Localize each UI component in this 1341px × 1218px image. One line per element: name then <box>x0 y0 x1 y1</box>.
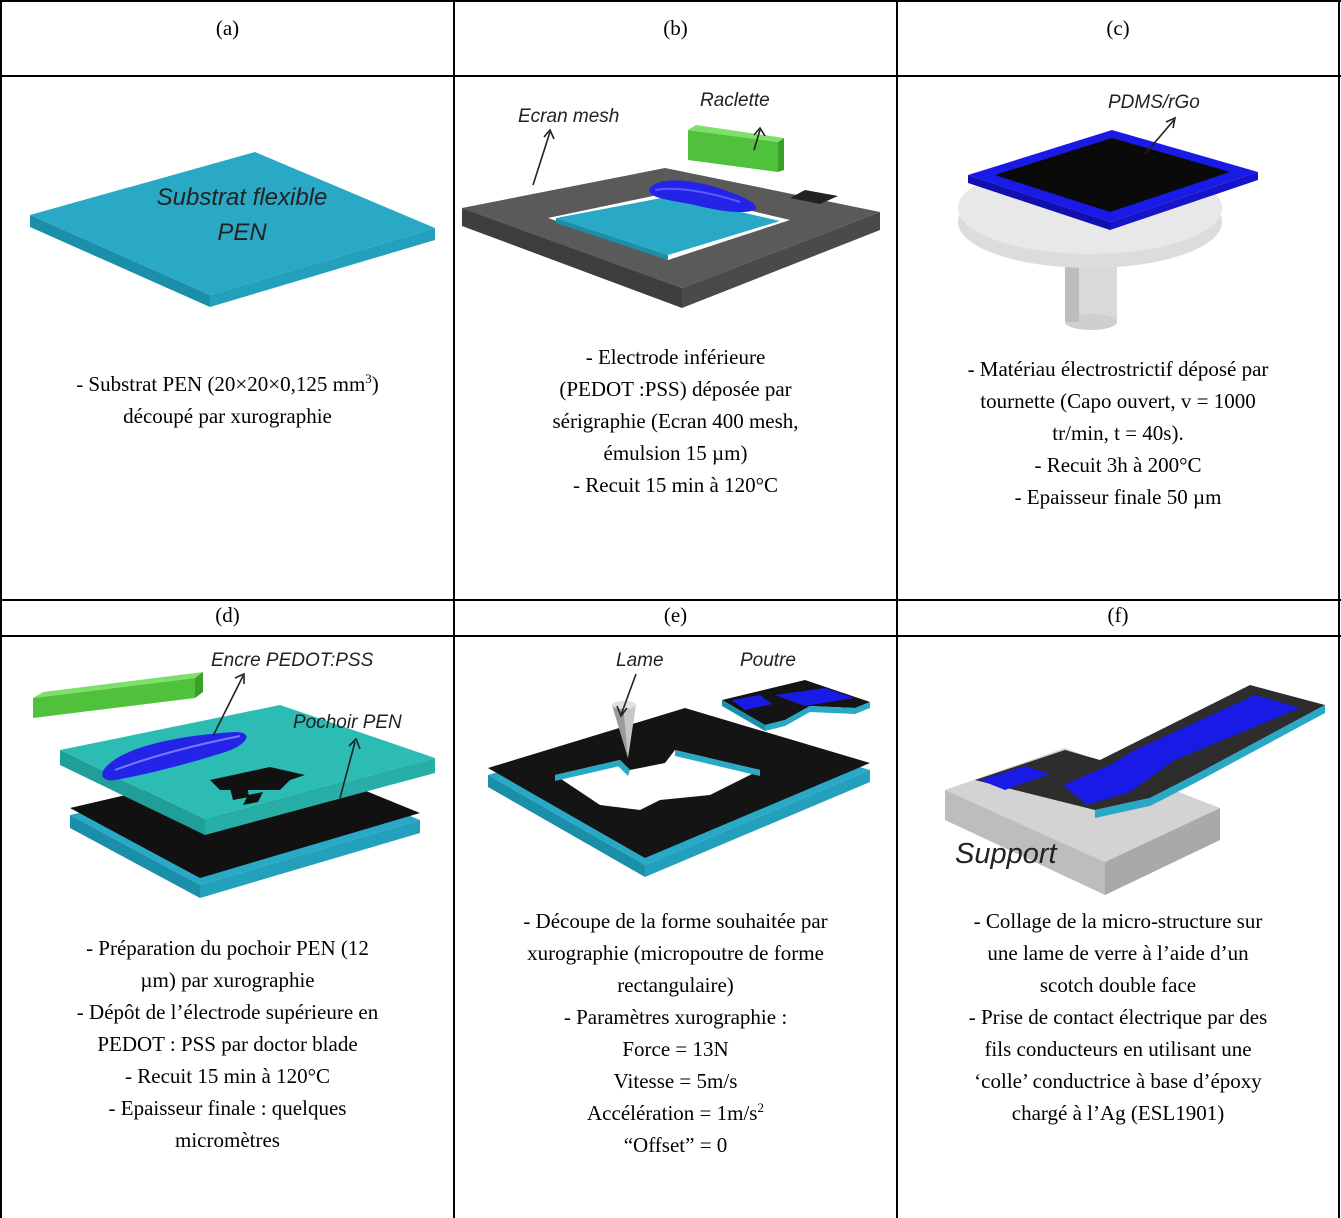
caption-b-line: sérigraphie (Ecran 400 mesh, <box>552 409 799 433</box>
caption-f-line: - Prise de contact électrique par des <box>968 1005 1268 1029</box>
row-divider-3 <box>0 635 1341 637</box>
caption-d-line: - Epaisseur finale : quelques <box>108 1096 347 1120</box>
row-divider-2 <box>0 599 1341 601</box>
header-b: (b) <box>663 16 688 40</box>
caption-e-line: - Découpe de la forme souhaitée par <box>523 909 828 933</box>
caption-a: - Substrat PEN (20×20×0,125 mm3) découpé… <box>2 368 453 432</box>
header-f: (f) <box>1107 603 1129 627</box>
illustration-a-pen-substrate: Substrat flexible PEN <box>30 152 435 307</box>
caption-d-line: - Préparation du pochoir PEN (12 <box>86 936 369 960</box>
squeegee-label: Raclette <box>700 90 770 111</box>
caption-f-line: une lame de verre à l’aide d’un <box>987 941 1249 965</box>
illustration-e-xurography: Lame Poutre <box>488 650 870 877</box>
support-label: Support <box>955 838 1059 870</box>
beam-label: Poutre <box>740 650 796 671</box>
caption-d-line: PEDOT : PSS par doctor blade <box>97 1032 358 1056</box>
screen-mesh-label: Ecran mesh <box>518 106 619 127</box>
border-left <box>0 0 2 1218</box>
substrate-label-2: PEN <box>217 219 267 246</box>
border-right <box>1338 0 1340 1218</box>
caption-e-offset: “Offset” = 0 <box>623 1133 728 1157</box>
caption-c: - Matériau électrostrictif déposé par to… <box>898 353 1338 513</box>
caption-a-line1: - Substrat PEN (20×20×0,125 mm3) <box>76 371 379 396</box>
caption-d-line: - Recuit 15 min à 120°C <box>125 1064 330 1088</box>
caption-e-line: rectangulaire) <box>617 973 734 997</box>
header-d: (d) <box>215 603 240 627</box>
caption-e-line: Vitesse = 5m/s <box>613 1069 738 1093</box>
header-c: (c) <box>1106 16 1130 40</box>
caption-f-line: ‘colle’ conductrice à base d’époxy <box>974 1069 1262 1093</box>
caption-c-line: - Matériau électrostrictif déposé par <box>967 357 1269 381</box>
header-e: (e) <box>663 603 688 627</box>
substrate-label-1: Substrat flexible <box>157 184 328 211</box>
caption-b-line: - Electrode inférieure <box>585 345 766 369</box>
ink-label: Encre PEDOT:PSS <box>211 650 374 671</box>
caption-e-line: - Paramètres xurographie : <box>563 1005 788 1029</box>
caption-e-line: Force = 13N <box>622 1037 729 1061</box>
caption-b: - Electrode inférieure (PEDOT :PSS) dépo… <box>455 341 896 501</box>
border-top <box>0 0 1341 2</box>
caption-c-line: tr/min, t = 40s). <box>1052 421 1184 445</box>
caption-c-line: - Recuit 3h à 200°C <box>1034 453 1202 477</box>
caption-e-line: xurographie (micropoutre de forme <box>527 941 824 965</box>
col-divider-2 <box>896 0 898 1218</box>
pdms-rgo-label: PDMS/rGo <box>1108 92 1200 113</box>
illustration-b-screen-printing: Ecran mesh Raclette <box>462 90 880 308</box>
caption-b-line: - Recuit 15 min à 120°C <box>573 473 778 497</box>
col-divider-1 <box>453 0 455 1218</box>
caption-e-accel: Accélération = 1m/s2 <box>587 1100 764 1125</box>
row-divider-1 <box>0 75 1341 77</box>
caption-f-line: - Collage de la micro-structure sur <box>973 909 1263 933</box>
caption-c-line: tournette (Capo ouvert, v = 1000 <box>980 389 1256 413</box>
stencil-label: Pochoir PEN <box>293 712 402 733</box>
illustration-d-doctor-blade: Encre PEDOT:PSS Pochoir PEN <box>33 650 435 898</box>
caption-b-line: (PEDOT :PSS) déposée par <box>559 377 792 401</box>
caption-b-line: émulsion 15 µm) <box>603 441 748 465</box>
caption-e: - Découpe de la forme souhaitée par xuro… <box>455 905 896 1161</box>
illustration-f-mounted-structure: Support <box>945 685 1325 895</box>
caption-f: - Collage de la micro-structure sur une … <box>898 905 1338 1129</box>
caption-f-line: chargé à l’Ag (ESL1901) <box>1011 1101 1225 1125</box>
caption-d-line: micromètres <box>175 1128 280 1152</box>
caption-d: - Préparation du pochoir PEN (12 µm) par… <box>2 932 453 1156</box>
illustration-c-spin-coater: PDMS/rGo <box>958 92 1258 330</box>
caption-c-line: - Epaisseur finale 50 µm <box>1014 485 1222 509</box>
caption-a-line2: découpé par xurographie <box>123 404 332 428</box>
caption-d-line: - Dépôt de l’électrode supérieure en <box>76 1000 379 1024</box>
caption-f-line: fils conducteurs en utilisant une <box>984 1037 1252 1061</box>
blade-label: Lame <box>616 650 664 671</box>
header-a: (a) <box>215 16 240 40</box>
caption-f-line: scotch double face <box>1039 973 1197 997</box>
caption-d-line: µm) par xurographie <box>140 968 315 992</box>
